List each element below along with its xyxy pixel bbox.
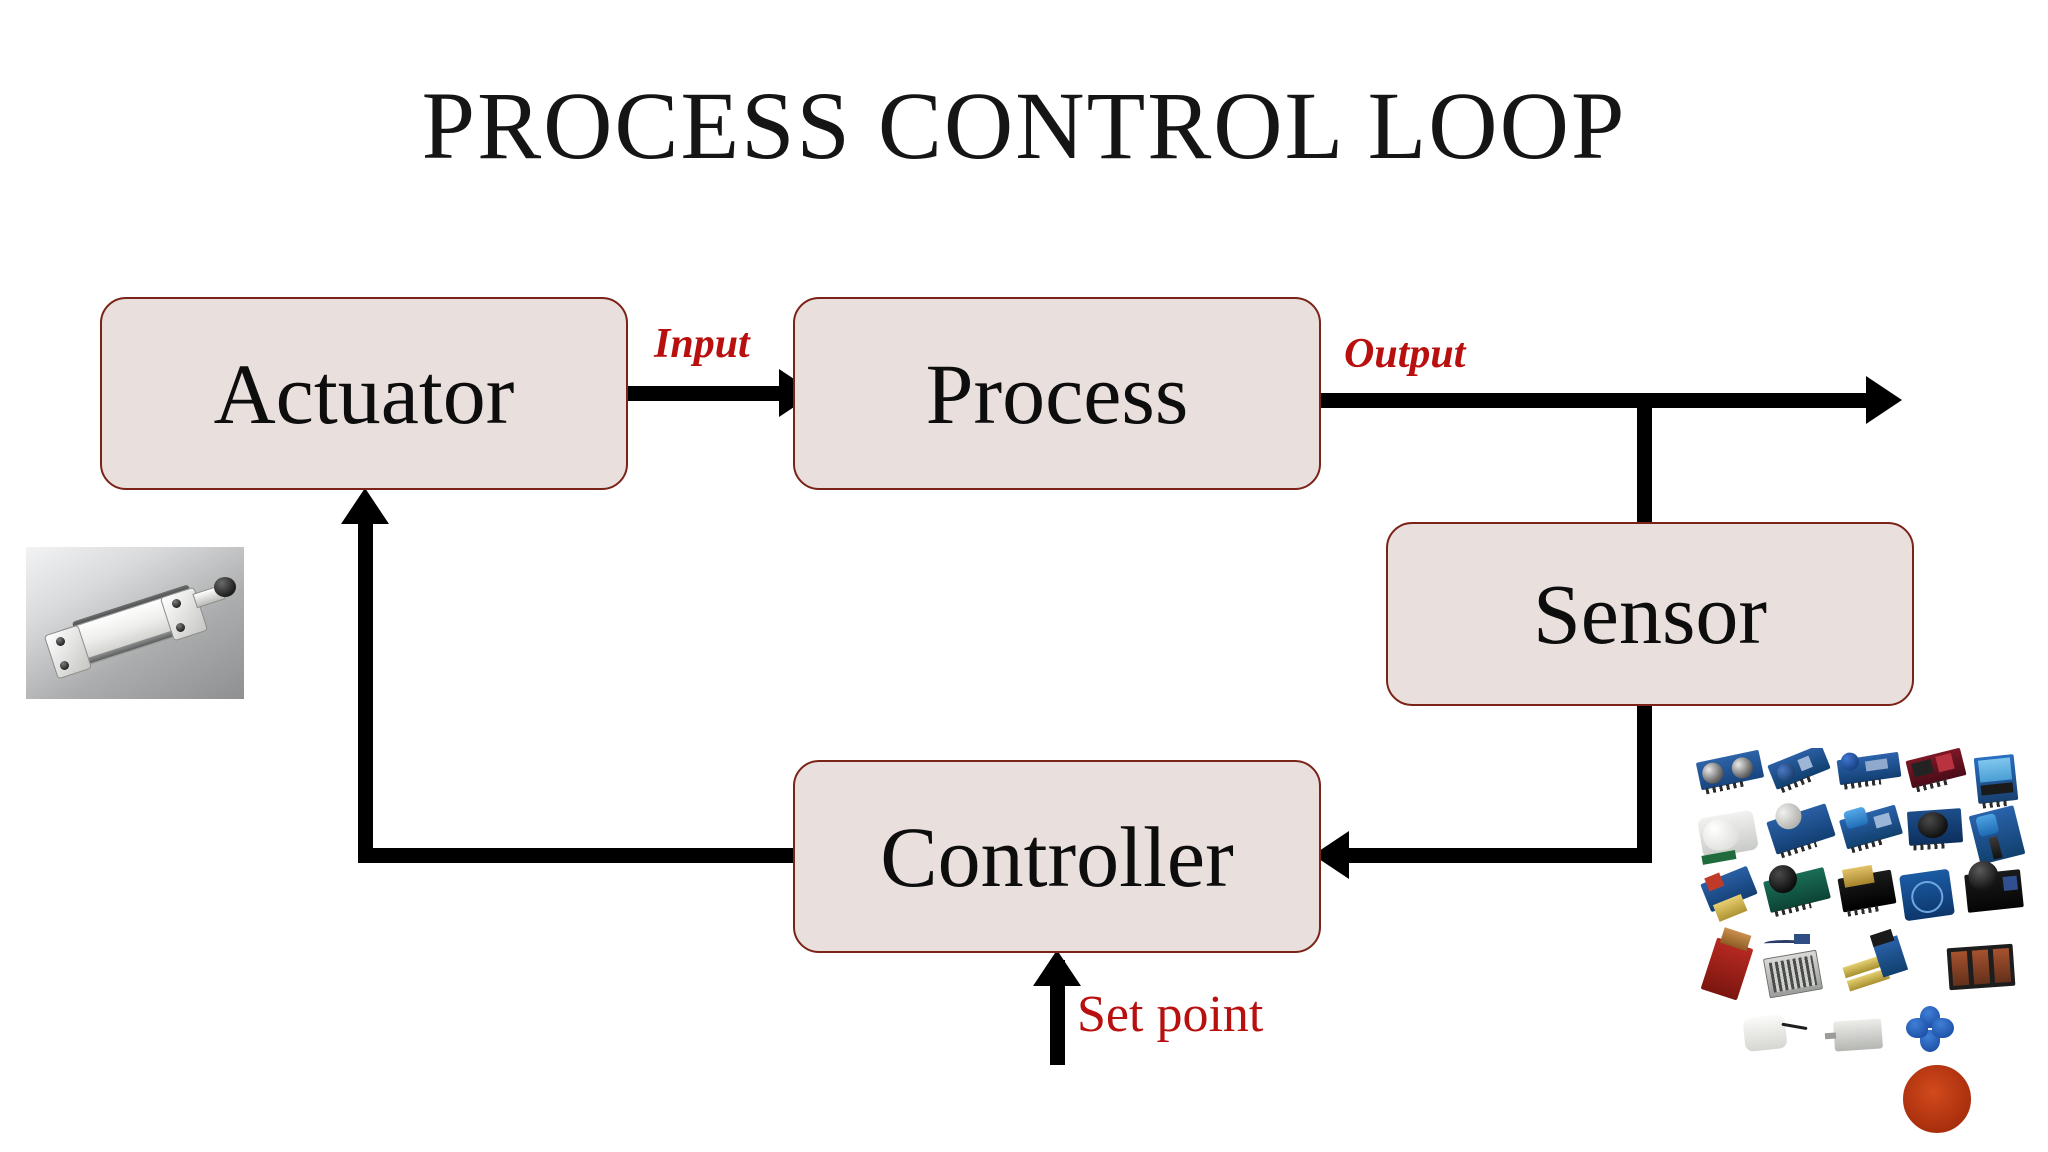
vibration-sensor-icon (1836, 751, 1902, 790)
signal-label-input: Input (654, 321, 750, 367)
block-actuator-label: Actuator (213, 345, 515, 442)
actuator-bolt-icon (60, 661, 69, 670)
connector-output-branch-to-sensor (1637, 393, 1652, 529)
buzzer-module-icon (1906, 808, 1964, 851)
arrowhead-up-icon (1033, 950, 1081, 986)
relay-actuator-icon (1742, 1013, 1808, 1053)
block-controller-label: Controller (880, 808, 1234, 905)
ultrasonic-sensor-icon (1695, 749, 1765, 795)
signal-label-set-point: Set point (1077, 986, 1264, 1043)
tilt-switch-sensor-icon (1838, 804, 1904, 854)
gas-sensor-icon (1766, 799, 1836, 859)
active-buzzer-icon (1763, 862, 1831, 917)
actuator-bolt-icon (172, 599, 181, 608)
photoresistor-array-icon (1946, 943, 2016, 991)
block-process-label: Process (925, 345, 1189, 442)
temperature-sensor-module-icon (1899, 868, 1955, 922)
buzzer-disc-icon (1900, 1062, 1974, 1136)
dc-motor-icon (1824, 1018, 1883, 1052)
arrowhead-right-icon (1866, 376, 1902, 424)
actuator-bolt-icon (176, 623, 185, 632)
connector-controller-to-bus (358, 848, 800, 863)
actuator-knob-icon (214, 577, 236, 597)
soil-probe-cable-icon (1764, 934, 1810, 956)
actuator-photo (26, 547, 244, 699)
thermistor-probe-sensor-icon (1838, 928, 1910, 1000)
reed-switch-sensor-icon (1700, 865, 1758, 922)
block-sensor-label: Sensor (1532, 566, 1768, 662)
block-process[interactable]: Process (793, 297, 1321, 490)
actuator-bolt-icon (56, 637, 65, 646)
sound-detector-module-icon (1964, 859, 2024, 913)
potentiometer-module-icon (1968, 805, 2026, 865)
rf-receiver-module-icon (1905, 748, 1967, 793)
laser-emitter-module-icon (1837, 864, 1897, 917)
block-sensor[interactable]: Sensor (1386, 522, 1914, 706)
connector-feedback-to-controller (1330, 848, 1652, 863)
connector-actuator-to-process (628, 386, 803, 401)
dht-humidity-sensor-icon (1973, 754, 2019, 809)
connector-process-to-output (1321, 393, 1883, 408)
block-actuator[interactable]: Actuator (100, 297, 628, 490)
arrowhead-up-icon (341, 488, 389, 524)
rf-transmitter-module-icon (1700, 927, 1754, 1001)
pir-motion-sensor-icon (1696, 809, 1760, 865)
sensor-collage-photo (1694, 748, 2028, 1136)
soil-moisture-sensor-icon (1762, 949, 1824, 999)
connector-sensor-down (1637, 700, 1652, 863)
page-title: PROCESS CONTROL LOOP (421, 72, 1627, 179)
fan-blade-icon (1906, 1006, 1954, 1052)
sound-sensor-icon (1767, 748, 1831, 794)
block-controller[interactable]: Controller (793, 760, 1321, 953)
signal-label-output: Output (1344, 331, 1466, 377)
connector-bus-to-actuator (358, 500, 373, 863)
connector-setpoint-to-controller (1050, 960, 1065, 1065)
